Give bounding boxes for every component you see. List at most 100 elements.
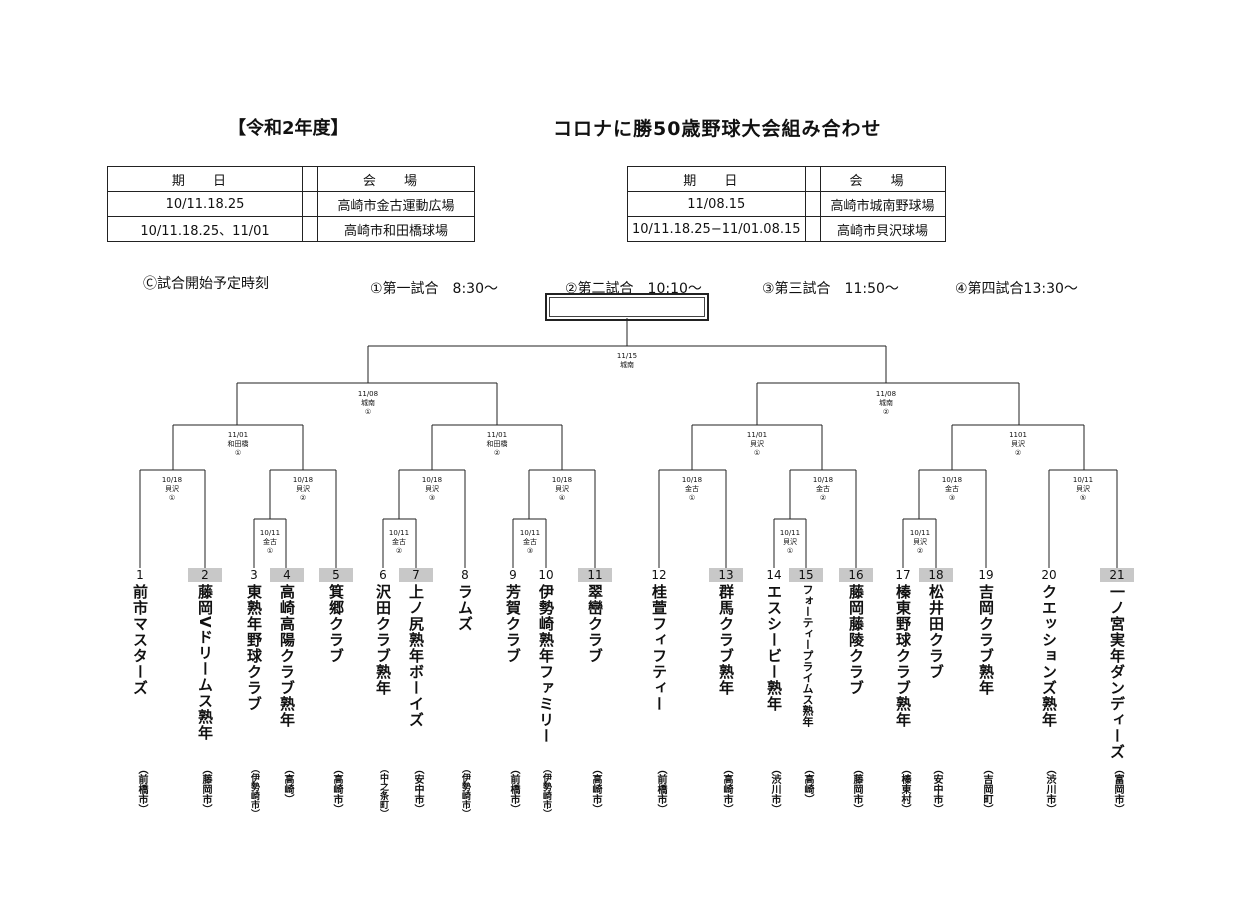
team-city: （高崎市）: [331, 764, 342, 814]
team-name: 高崎高陽クラブ熟年: [278, 584, 296, 728]
page-title: コロナに勝50歳野球大会組み合わせ: [553, 118, 882, 140]
team-name: 榛東野球クラブ熟年: [894, 584, 912, 728]
team-seed: 14: [766, 568, 782, 582]
team-city: （前橋市）: [136, 764, 147, 814]
bracket-line: [528, 469, 596, 568]
schedule-table-right: 期 日 会 場 11/08.15 高崎市城南野球場 10/11.18.25−11…: [627, 166, 946, 242]
schedule-date: 10/11.18.25: [107, 191, 303, 217]
schedule-venue: 高崎市貝沢球場: [819, 216, 946, 242]
team-name: フォーティープライムス熟年: [801, 584, 814, 727]
team-city: （榛東村）: [899, 764, 910, 814]
team-seed: 18: [919, 568, 953, 582]
team-seed: 13: [709, 568, 743, 582]
team-name: クエッションズ熟年: [1040, 584, 1058, 728]
year-label: 【令和2年度】: [228, 118, 349, 139]
team-city: （渋川市）: [769, 764, 780, 814]
col-venue-header: 会 場: [819, 166, 946, 192]
team-city: （伊勢崎市）: [249, 764, 259, 818]
team-name: 吉岡クラブ熟年: [977, 584, 995, 696]
team-city: （前橋市）: [655, 764, 666, 814]
team-city: （藤岡市）: [851, 764, 862, 814]
team-name: エスシービー熟年: [765, 584, 783, 712]
team-city: （伊勢崎市）: [541, 764, 551, 818]
team-name: 東熟年野球クラブ: [245, 584, 263, 712]
team-city: （高崎市）: [721, 764, 732, 814]
bracket-line: [253, 518, 287, 568]
bracket-line: [512, 518, 547, 568]
bracket-line: [431, 424, 563, 470]
team-name: 上ノ尻熟年ボーイズ: [407, 584, 425, 728]
team-seed: 21: [1100, 568, 1134, 582]
bracket-line: [139, 469, 206, 568]
bracket-line: [382, 518, 417, 568]
bracket-line: [756, 382, 1020, 425]
game3-time: ③第三試合 11:50〜: [762, 281, 899, 297]
bracket-line: [398, 469, 466, 568]
bracket-line: [902, 518, 937, 568]
schedule-date: 10/11.18.25、11/01: [107, 216, 303, 242]
team-city: （高崎）: [282, 764, 293, 804]
team-name: 前市マスターズ: [131, 584, 149, 696]
start-times-label: Ⓒ試合開始予定時刻: [143, 276, 269, 292]
game4-time: ④第四試合13:30〜: [955, 281, 1078, 297]
team-city: （高崎市）: [590, 764, 601, 814]
col-date-header: 期 日: [627, 166, 806, 192]
team-seed: 4: [270, 568, 304, 582]
team-city: （吉岡町）: [981, 764, 992, 814]
team-city: （高崎）: [802, 764, 813, 804]
bracket-line: [773, 518, 807, 568]
team-seed: 9: [509, 568, 517, 582]
game1-time: ①第一試合 8:30〜: [370, 281, 498, 297]
team-name: 桂萱フィフティー: [650, 584, 668, 712]
bracket-line: [367, 346, 887, 383]
team-seed: 10: [538, 568, 554, 582]
team-seed: 19: [978, 568, 994, 582]
bracket-line: [172, 424, 304, 470]
team-seed: 16: [839, 568, 873, 582]
team-seed: 17: [895, 568, 911, 582]
team-seed: 12: [651, 568, 667, 582]
team-seed: 11: [578, 568, 612, 582]
team-seed: 7: [399, 568, 433, 582]
team-city: （安中市）: [412, 764, 423, 814]
team-seed: 1: [136, 568, 144, 582]
team-seed: 8: [461, 568, 469, 582]
team-city: （渋川市）: [1044, 764, 1055, 814]
bracket-line: [236, 382, 498, 425]
team-seed: 5: [319, 568, 353, 582]
schedule-venue: 高崎市和田橋球場: [317, 216, 475, 242]
col-venue-header: 会 場: [317, 166, 475, 192]
team-seed: 6: [379, 568, 387, 582]
bracket-line: [918, 469, 987, 568]
team-name: 翠巒クラブ: [586, 584, 604, 664]
team-name: 群馬クラブ熟年: [717, 584, 735, 696]
bracket-line: [658, 469, 727, 568]
team-name: 一ノ宮実年ダンディーズ: [1108, 584, 1126, 760]
team-seed: 3: [250, 568, 258, 582]
team-name: 藤岡藤陵クラブ: [847, 584, 865, 696]
team-city: （前橋市）: [508, 764, 519, 814]
schedule-table-left: 期 日 会 場 10/11.18.25 高崎市金古運動広場 10/11.18.2…: [107, 166, 475, 242]
team-city: （藤岡市）: [200, 764, 211, 814]
team-name: 芳賀クラブ: [504, 584, 522, 664]
schedule-venue: 高崎市城南野球場: [819, 191, 946, 217]
team-city: （安中市）: [931, 764, 942, 814]
